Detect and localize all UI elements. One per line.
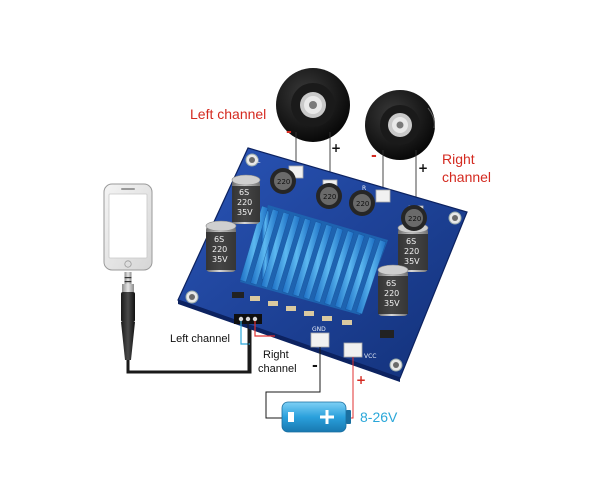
audio-jack-icon bbox=[121, 272, 135, 360]
cap-label-1: 6S bbox=[239, 188, 249, 197]
left-channel-speaker-label: Left channel bbox=[190, 106, 266, 122]
cap-label-1: 6S bbox=[406, 237, 416, 246]
right-speaker-plus-sign: + bbox=[418, 161, 428, 175]
right-channel-input-label-line1: Right bbox=[263, 349, 289, 361]
supply-voltage-label: 8-26V bbox=[360, 409, 398, 425]
inductor-label: 220 bbox=[277, 178, 290, 186]
smartphone-icon bbox=[104, 184, 152, 270]
vcc-plus-sign: + bbox=[356, 373, 366, 387]
cap-label-2: 220 bbox=[404, 247, 419, 256]
cap-label-2: 220 bbox=[237, 198, 252, 207]
cap-label-3: 35V bbox=[237, 208, 253, 217]
cap-label-1: 6S bbox=[214, 235, 224, 244]
cap-label-2: 220 bbox=[384, 289, 399, 298]
inductor-label: 220 bbox=[408, 215, 421, 223]
left-speaker-minus-sign: - bbox=[286, 124, 292, 140]
capacitor-left-bottom: 6S 220 35V bbox=[206, 221, 236, 272]
inductor-label: 220 bbox=[323, 193, 336, 201]
left-channel-input-label: Left channel bbox=[170, 333, 230, 345]
capacitor-right-bottom: 6S 220 35V bbox=[378, 265, 408, 316]
right-channel-input-label-line2: channel bbox=[258, 363, 297, 375]
inductor-1: 220 bbox=[270, 168, 296, 194]
left-speaker-plus-sign: + bbox=[331, 141, 341, 155]
cap-label-3: 35V bbox=[404, 257, 420, 266]
cap-label-3: 35V bbox=[384, 299, 400, 308]
battery-icon bbox=[282, 402, 351, 432]
silk-vcc-label: VCC bbox=[364, 353, 376, 360]
silk-gnd-label: GND bbox=[312, 326, 326, 333]
cap-label-3: 35V bbox=[212, 255, 228, 264]
right-channel-speaker-label-line1: Right bbox=[442, 151, 475, 167]
inductor-2: 220 bbox=[316, 183, 342, 209]
cap-label-2: 220 bbox=[212, 245, 227, 254]
gnd-minus-sign: - bbox=[312, 358, 318, 374]
right-speaker-minus-sign: - bbox=[371, 148, 377, 164]
inductor-label: 220 bbox=[356, 200, 369, 208]
right-channel-speaker-label-line2: channel bbox=[442, 169, 491, 185]
inductor-4: 220 bbox=[401, 205, 427, 231]
capacitor-left-top: 6S 220 35V bbox=[232, 175, 260, 224]
cap-label-1: 6S bbox=[386, 279, 396, 288]
inductor-3: 220 bbox=[349, 190, 375, 216]
